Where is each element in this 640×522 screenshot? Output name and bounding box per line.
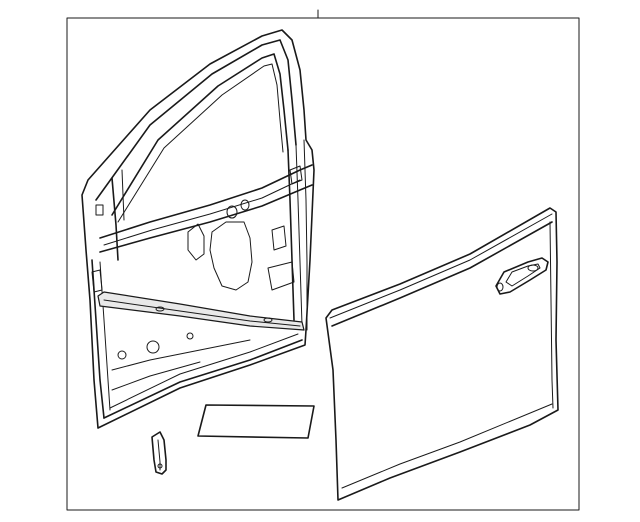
speaker-recess xyxy=(267,261,295,291)
outer-door-panel xyxy=(325,207,559,501)
pillar-bracket xyxy=(289,165,303,185)
rear-channel-2 xyxy=(295,144,303,326)
bracket-hole xyxy=(157,463,163,469)
front-slot xyxy=(95,204,104,216)
label-sheet xyxy=(197,404,315,439)
belt-channel-3 xyxy=(103,179,301,246)
diagram-border xyxy=(66,17,580,511)
beam-hole-1 xyxy=(155,306,165,312)
inner-bottom-edge-2 xyxy=(109,333,299,409)
panel-cutout-left xyxy=(187,223,205,261)
window-frame-outer xyxy=(95,39,297,201)
outer-panel-outline xyxy=(325,207,559,501)
door-frame-assembly xyxy=(81,29,315,429)
panel-bottom-hem xyxy=(341,403,553,489)
beam-hole-2 xyxy=(263,317,273,323)
inner-left-edge-2 xyxy=(99,261,111,411)
lower-rib xyxy=(111,339,251,371)
front-channel-2 xyxy=(121,169,125,221)
front-channel xyxy=(111,177,119,261)
belt-channel-2 xyxy=(99,184,313,253)
hinge-bracket xyxy=(151,431,167,475)
lower-hole-3 xyxy=(186,332,194,340)
impact-beam-line xyxy=(103,299,301,327)
lower-hole-1 xyxy=(146,340,160,354)
door-handle-pocket xyxy=(495,257,549,295)
handle-pocket-outline xyxy=(495,257,549,295)
lower-hole-2 xyxy=(117,350,127,360)
handle-pocket-inner xyxy=(505,263,541,287)
window-frame-inner-2 xyxy=(117,63,284,223)
panel-top-hem xyxy=(331,221,553,327)
belt-channel xyxy=(99,164,313,239)
panel-cutout-large xyxy=(209,221,253,291)
panel-hole-2 xyxy=(240,199,250,211)
upper-recess xyxy=(271,225,287,251)
impact-beam xyxy=(97,291,305,331)
rear-channel xyxy=(287,149,295,321)
bracket-fold xyxy=(157,439,161,471)
panel-top-hem-2 xyxy=(329,213,553,319)
panel-rear-hem xyxy=(549,221,554,409)
handle-hole xyxy=(496,282,504,292)
rear-channel-3 xyxy=(303,139,308,331)
handle-lock-hole xyxy=(527,264,539,272)
front-hinge-area xyxy=(91,269,103,293)
inner-bottom-edge xyxy=(103,339,303,419)
door-frame-outline xyxy=(81,29,315,429)
panel-hole-1 xyxy=(226,205,238,219)
window-frame-inner xyxy=(111,53,289,216)
lower-rib-2 xyxy=(111,361,201,391)
